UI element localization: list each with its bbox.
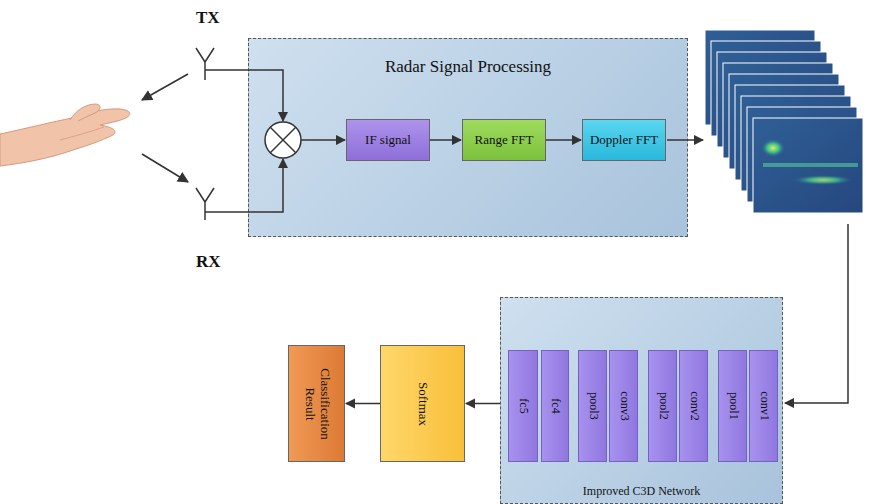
layer-bar: pool1 [718, 350, 747, 462]
layer-bar: pool2 [648, 350, 677, 462]
layer-bar: conv2 [679, 350, 708, 462]
hand-illustration [0, 104, 130, 166]
wave-arrow [142, 74, 188, 100]
node-label: conv3 [617, 356, 631, 456]
process-box: IF signal [346, 119, 430, 161]
node-label: conv2 [687, 356, 701, 456]
signal-wire [667, 139, 703, 141]
process-box: Range FFT [462, 119, 546, 161]
node-label: Softmax [415, 351, 430, 456]
flow-arrow [466, 403, 500, 405]
layer-bar: fc4 [541, 350, 569, 462]
flow-arrow [546, 139, 581, 141]
layer-bar: fc5 [508, 350, 538, 462]
layer-bar: pool3 [578, 350, 607, 462]
wave-arrow [142, 154, 188, 182]
node-label: Doppler FFT [590, 133, 658, 148]
network-panel: fc5 fc4 pool3 conv3 pool2 conv2 pool1 conv1Impr… [500, 297, 783, 504]
layer-bar: conv3 [609, 350, 638, 462]
node-label: pool1 [726, 356, 740, 456]
panel-heading: Radar Signal Processing [249, 57, 687, 77]
flow-arrow [346, 403, 380, 405]
node-label: Classification Result [302, 351, 332, 456]
layer-bar: conv1 [749, 350, 778, 462]
node-label: pool2 [656, 356, 670, 456]
node-label: pool3 [586, 356, 600, 456]
processing-panel: IF signal Range FFT Doppler FFT Radar Signa… [248, 38, 688, 237]
spectrogram-stack [705, 30, 863, 213]
result-box: Classification Result [288, 345, 345, 462]
mixer-symbol [265, 122, 301, 158]
panel-heading: Improved C3D Network [501, 485, 782, 499]
signal-wire [301, 139, 345, 141]
node-label: Range FFT [475, 133, 534, 148]
antenna-label: RX [196, 252, 221, 272]
signal-wire [785, 224, 848, 403]
node-label: IF signal [365, 133, 411, 148]
antenna-label: TX [196, 8, 220, 28]
node-label: fc4 [548, 356, 562, 456]
antenna-symbol [196, 188, 214, 220]
process-box: Doppler FFT [582, 119, 666, 161]
antenna-symbol [196, 48, 214, 80]
node-label: conv1 [757, 356, 771, 456]
flow-arrow [430, 139, 461, 141]
node-label: fc5 [516, 356, 530, 456]
spectrogram-frame [753, 118, 863, 213]
softmax-box: Softmax [380, 345, 465, 462]
